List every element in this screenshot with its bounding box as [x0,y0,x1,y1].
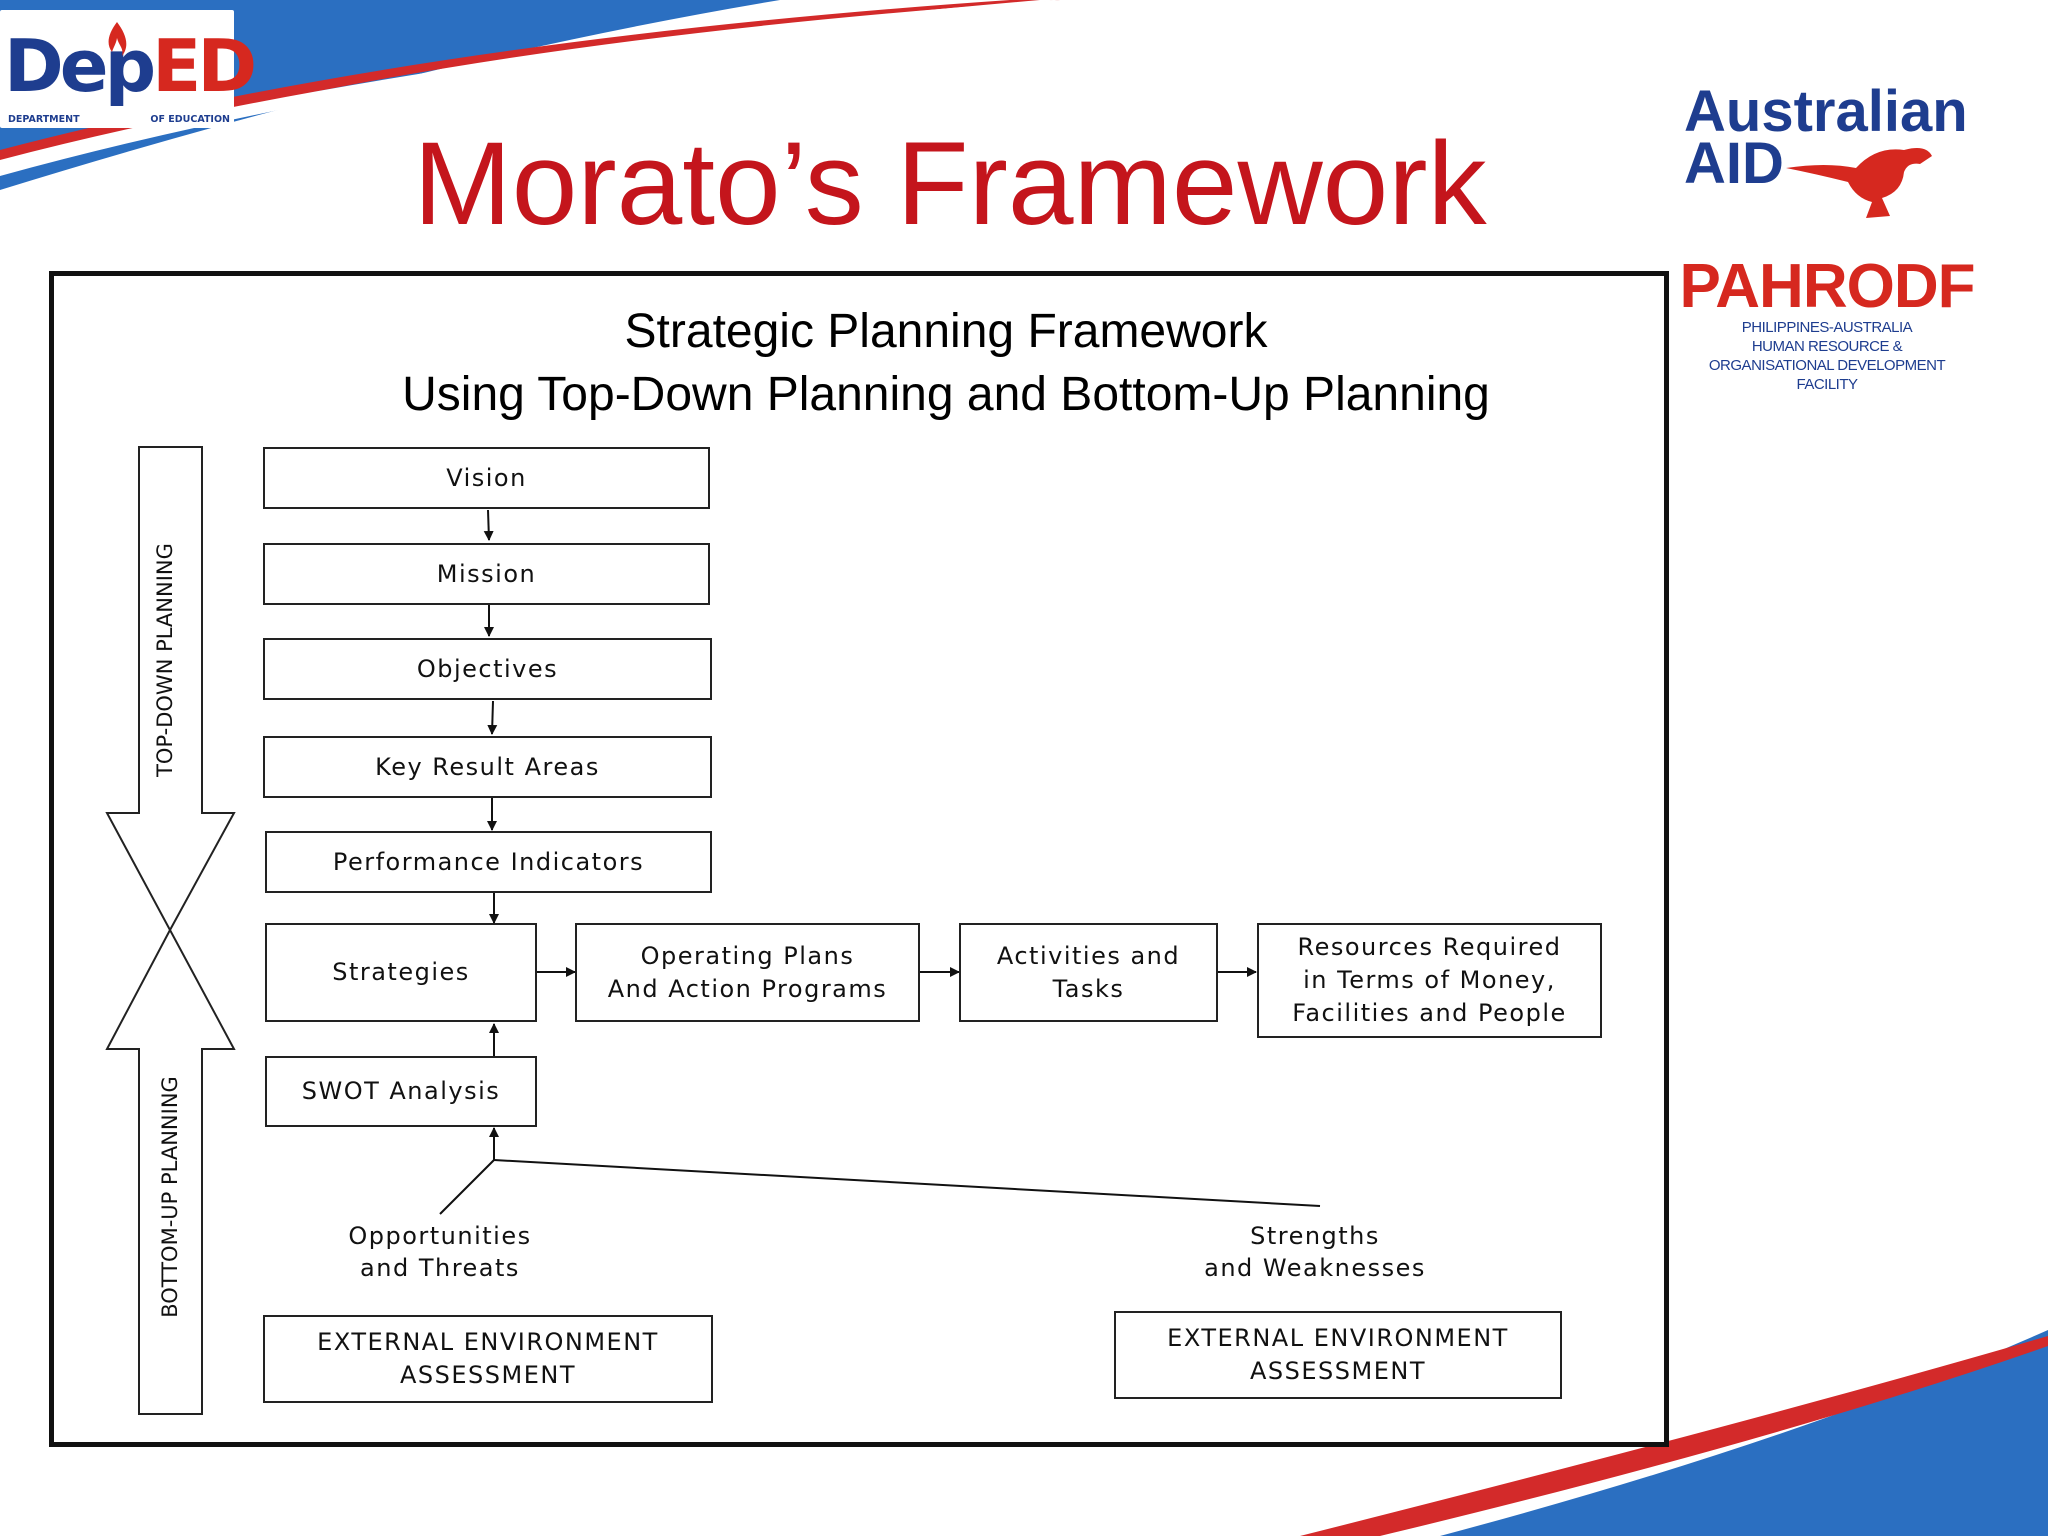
arrow-objectives-kra [487,700,498,735]
deped-logo-sub-right: OF EDUCATION [150,114,230,125]
key-result-areas-box: Key Result Areas [263,736,712,798]
resources-box: Resources Required in Terms of Money, Fa… [1257,923,1602,1038]
pahrodf-logo: PAHRODF [1679,252,1976,321]
strategies-box: Strategies [265,923,537,1022]
opportunities-threats-label: Opportunities and Threats [348,1222,532,1282]
diagram-title-line2: Using Top-Down Planning and Bottom-Up Pl… [402,368,1490,421]
slide-title: Morato’s Framework [413,118,1487,250]
external-assessment-right-box: EXTERNAL ENVIRONMENT ASSESSMENT [1114,1311,1562,1399]
pahrodf-sub-line: HUMAN RESOURCE & [1751,338,1903,355]
deped-logo-ed: ED [152,24,257,108]
pahrodf-sub-line: PHILIPPINES-AUSTRALIA [1741,319,1913,336]
australian-aid-logo: Australian AID [1684,79,1984,222]
diagram-title-line1: Strategic Planning Framework [624,305,1268,358]
deped-logo: DepED DEPARTMENT OF EDUCATION [0,10,257,128]
operating-plans-box: Operating Plans And Action Programs [575,923,920,1022]
pahrodf-subtitle: PHILIPPINES-AUSTRALIA HUMAN RESOURCE & O… [1676,318,1978,394]
flame-icon [108,22,127,56]
arrow-vision-mission [483,509,494,541]
external-assessment-left-box: EXTERNAL ENVIRONMENT ASSESSMENT [263,1315,713,1403]
pahrodf-sub-line: ORGANISATIONAL DEVELOPMENT [1708,357,1946,374]
deped-logo-sub-left: DEPARTMENT [8,114,80,125]
australian-aid-line2: AID [1684,131,1784,196]
diagram-title: Strategic Planning Framework Using Top-D… [49,300,1843,426]
top-down-label: TOP-DOWN PLANNING [153,543,177,777]
swot-analysis-box: SWOT Analysis [265,1056,537,1127]
mission-box: Mission [263,543,710,605]
activities-box: Activities and Tasks [959,923,1218,1022]
australian-aid-line1: Australian [1684,79,1968,144]
kangaroo-icon [1785,148,1932,218]
line-strengths [493,1159,1321,1207]
pahrodf-sub-line: FACILITY [1796,376,1858,393]
objectives-box: Objectives [263,638,712,700]
planning-direction-arrows [105,446,236,1415]
line-opportunities [439,1159,495,1215]
strengths-weaknesses-label: Strengths and Weaknesses [1204,1222,1426,1282]
bottom-blue-wave [1440,1330,2048,1536]
bottom-up-label: BOTTOM-UP PLANNING [158,1076,182,1318]
deped-logo-dep: Dep [4,24,156,108]
vision-box: Vision [263,447,710,509]
performance-indicators-box: Performance Indicators [265,831,712,893]
